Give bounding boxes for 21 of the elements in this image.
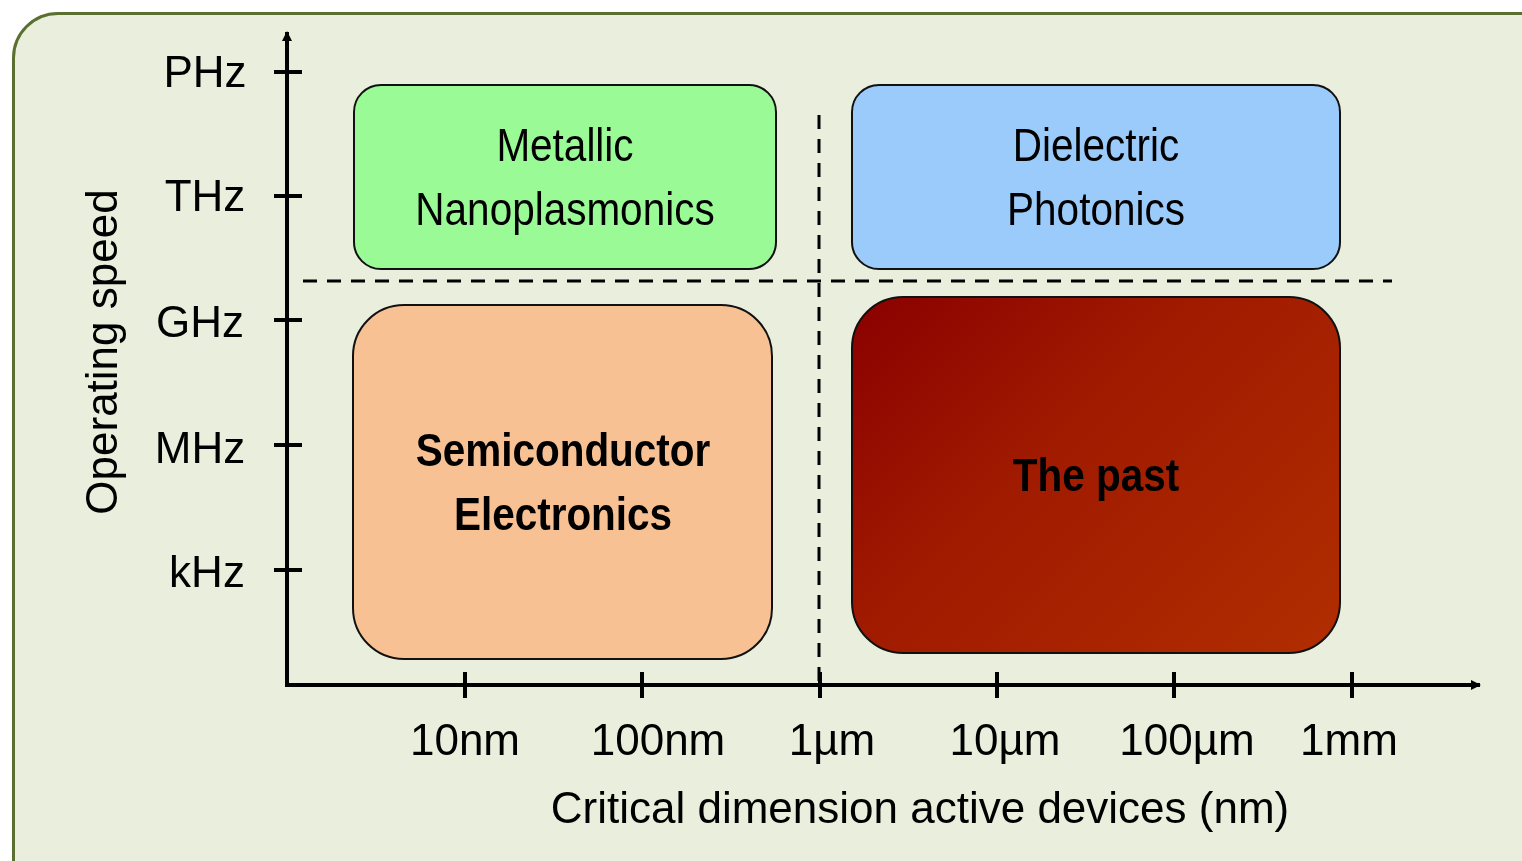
region-label: Dielectric Photonics	[1006, 118, 1186, 237]
tick-label: MHz	[154, 423, 246, 473]
region-label: The past	[1011, 448, 1181, 503]
region-box	[851, 84, 1341, 270]
tick-label: kHz	[169, 547, 245, 597]
tick-label: 100µm	[1119, 715, 1255, 765]
tick-label: 1µm	[788, 715, 876, 765]
axis-title: Critical dimension active devices (nm)	[550, 783, 1290, 833]
tick-label: GHz	[156, 297, 244, 347]
tick-label: 100nm	[590, 715, 726, 765]
region-box	[851, 296, 1341, 654]
region-box	[352, 304, 773, 660]
region-label: Metallic Nanoplasmonics	[414, 118, 716, 237]
tick-label: THz	[164, 171, 246, 221]
tick-label: 1mm	[1300, 715, 1398, 765]
axis-title: Operating speed	[77, 189, 127, 515]
region-label: Semiconductor Electronics	[414, 423, 711, 542]
tick-label: 10nm	[409, 715, 521, 765]
region-box	[353, 84, 777, 270]
tick-label: PHz	[163, 47, 247, 97]
tick-label: 10µm	[949, 715, 1061, 765]
